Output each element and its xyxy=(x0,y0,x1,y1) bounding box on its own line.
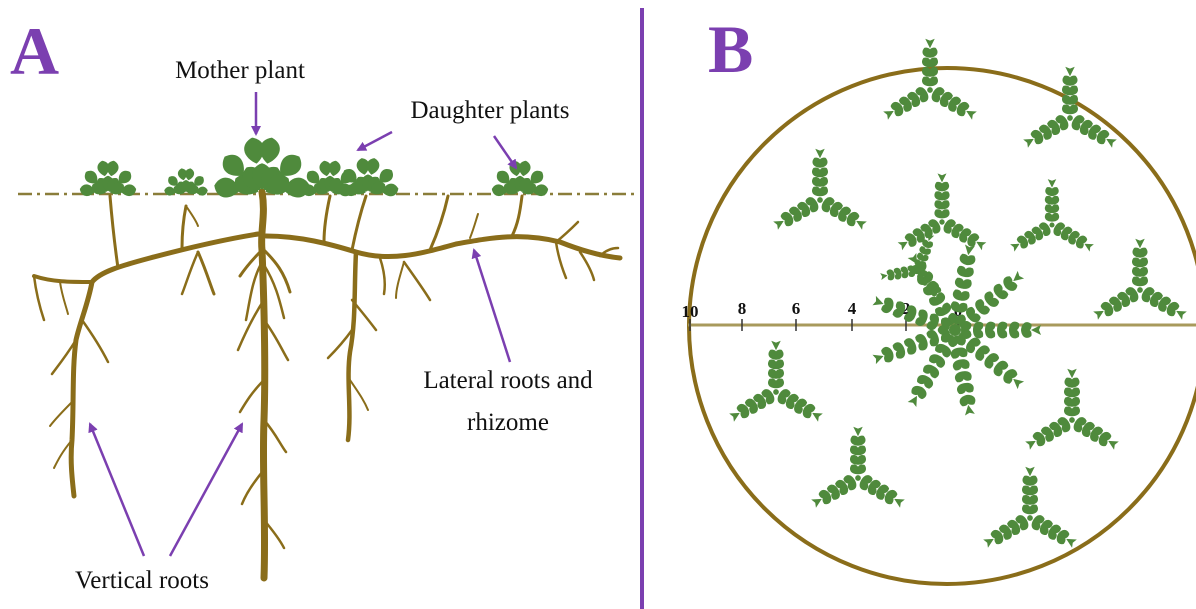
label-lateral-roots-line2: rhizome xyxy=(467,409,549,436)
daughter-plants xyxy=(79,157,549,198)
label-vertical-roots: Vertical roots xyxy=(75,567,209,594)
arrow-vertical-center xyxy=(170,424,242,556)
panel-a: A xyxy=(10,13,636,594)
panel-b-letter: B xyxy=(708,11,753,87)
scale-tick-label: 10 xyxy=(682,302,699,321)
arrow-lateral-roots xyxy=(474,250,510,362)
arrow-vertical-left xyxy=(90,424,144,556)
label-daughter-plants: Daughter plants xyxy=(411,97,570,124)
panel-b: B 10 8 6 4 2 0 xyxy=(682,11,1196,584)
scale-tick-label: 8 xyxy=(738,299,747,318)
arrow-daughter-left xyxy=(358,132,392,150)
label-mother-plant: Mother plant xyxy=(175,57,305,84)
panel-a-letter: A xyxy=(10,13,59,89)
label-lateral-roots-line1: Lateral roots and xyxy=(423,367,593,394)
scale-tick-label: 4 xyxy=(848,299,857,318)
arrow-daughter-right xyxy=(494,136,516,168)
scale-tick-label: 6 xyxy=(792,299,801,318)
annotation-arrows xyxy=(90,92,516,556)
